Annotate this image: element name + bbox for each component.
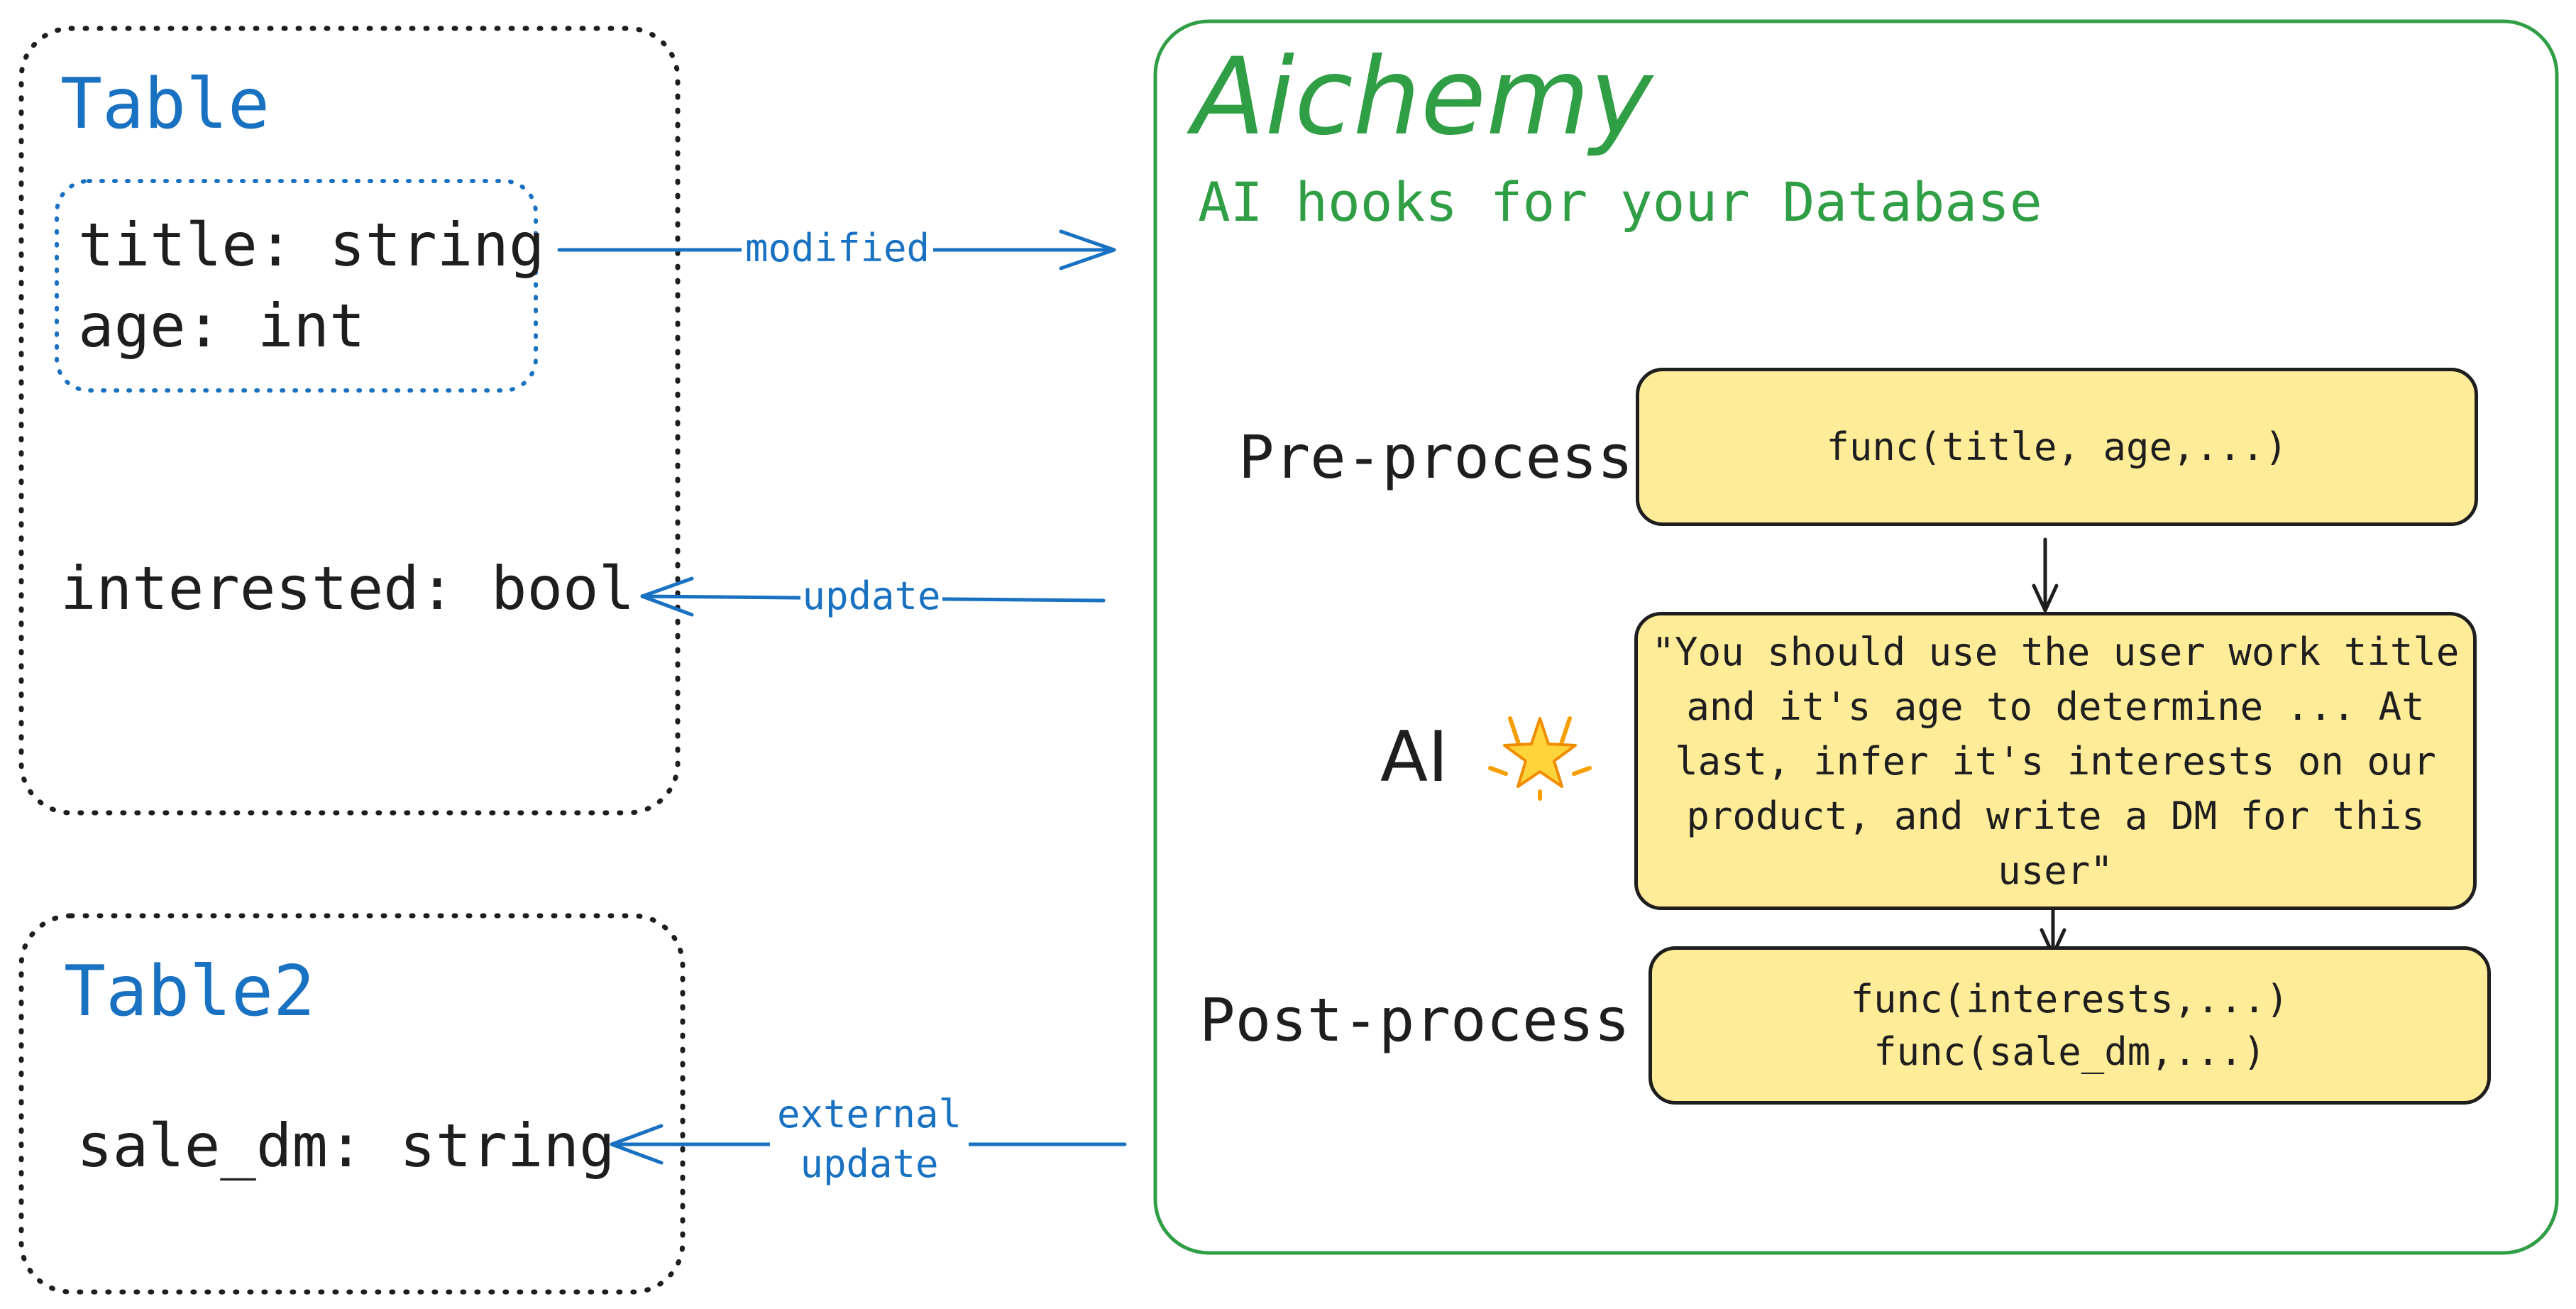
aichemy-container (1153, 19, 2559, 1255)
table-field-age: age: int (78, 291, 365, 361)
pre-process-box: func(title, age,...) (1636, 368, 2478, 526)
post-process-code-1: func(interests,...) (1850, 976, 2289, 1022)
post-process-label: Post-process (1199, 985, 1630, 1055)
aichemy-subtitle: AI hooks for your Database (1198, 170, 2042, 234)
ai-prompt-text: "You should use the user work title and … (1651, 629, 2460, 893)
table2-field-sale-dm: sale_dm: string (77, 1111, 615, 1181)
table-field-interested: interested: bool (60, 554, 635, 623)
table2-title: Table2 (64, 951, 316, 1032)
aichemy-title: Aichemy (1192, 35, 1653, 159)
pre-to-ai-arrow (2032, 537, 2059, 613)
external-update-arrow-label: external update (770, 1090, 969, 1190)
pre-process-code: func(title, age,...) (1826, 425, 2288, 469)
table-title: Table (60, 64, 270, 145)
external-update-line-2: update (800, 1141, 939, 1187)
external-update-line-1: external (776, 1092, 962, 1137)
glowing-star-icon (1488, 716, 1592, 801)
update-arrow-label: update (800, 571, 942, 622)
table-input-fields-group (55, 179, 538, 393)
ai-label: AI (1380, 717, 1448, 798)
table2-container (18, 913, 686, 1295)
pre-process-label: Pre-process (1238, 422, 1634, 492)
post-process-box: func(interests,...) func(sale_dm,...) (1648, 946, 2491, 1105)
table-container (18, 26, 681, 816)
table-field-title: title: string (78, 210, 545, 280)
post-process-code-2: func(sale_dm,...) (1873, 1029, 2266, 1074)
modified-arrow-label: modified (742, 224, 933, 274)
ai-prompt-box: "You should use the user work title and … (1634, 612, 2477, 910)
